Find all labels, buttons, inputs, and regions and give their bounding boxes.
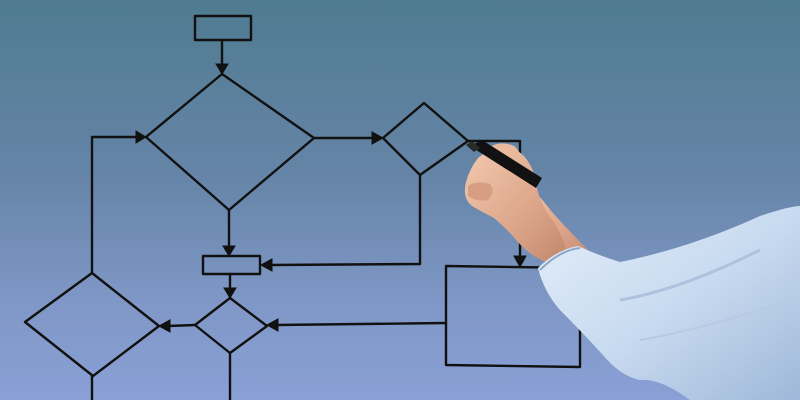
marker-pen (466, 140, 542, 188)
sleeve-fold (619, 248, 761, 302)
arrow-lower-to-left-decision (157, 319, 197, 333)
arrow-main-to-right-decision (312, 131, 385, 145)
arrow-loop-back-to-main (90, 130, 147, 275)
arrow-right-decision-to-middle-box (259, 173, 422, 272)
arrow-main-to-middle-box (222, 208, 236, 257)
arrow-start-to-decision (215, 38, 229, 75)
arrow-middle-to-lower-decision (223, 272, 237, 299)
sleeve-cuff-edge (539, 247, 581, 271)
sleeve-fold-2 (639, 299, 791, 341)
arrow-large-box-to-lower-decision (265, 318, 448, 332)
large-process-box (444, 264, 582, 369)
shirt-sleeve (538, 206, 800, 400)
finger-curl (468, 182, 493, 201)
hand (464, 147, 566, 262)
middle-box (201, 254, 262, 276)
